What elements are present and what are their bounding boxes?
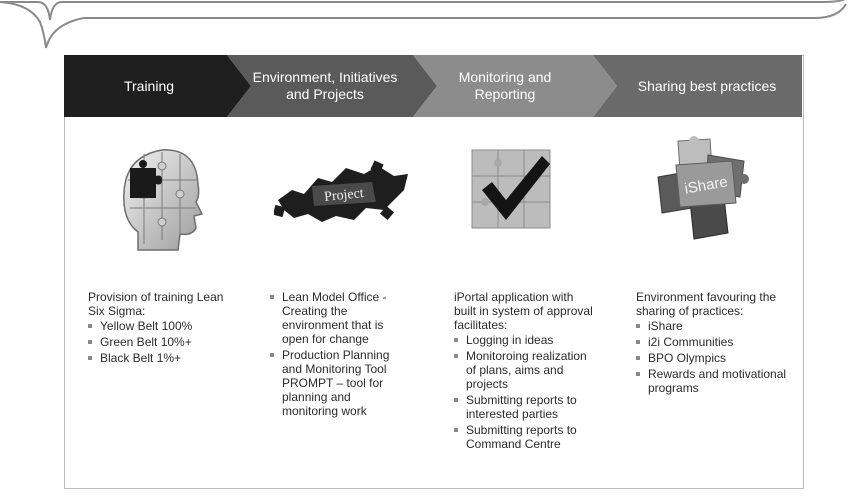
stage-arrow-sharing bbox=[593, 55, 802, 117]
stage-arrow-environment bbox=[227, 55, 437, 117]
stage-sharing-label: Sharing best practices bbox=[637, 77, 777, 94]
list-item: Submitting reports to Command Centre bbox=[454, 423, 594, 451]
stage-environment-label: Environment, Initiatives and Projects bbox=[252, 69, 398, 102]
process-card bbox=[64, 55, 804, 489]
list-item: Submitting reports to interested parties bbox=[454, 393, 594, 421]
sharing-list: iShare i2i Communities BPO Olympics Rewa… bbox=[636, 319, 791, 395]
checkmark-puzzle-icon bbox=[471, 149, 551, 229]
list-item: iShare bbox=[636, 319, 791, 333]
list-item: Logging in ideas bbox=[454, 333, 594, 347]
project-text: Project bbox=[323, 186, 364, 205]
environment-list: Lean Model Office - Creating the environ… bbox=[270, 290, 398, 418]
list-item: Black Belt 1%+ bbox=[88, 351, 238, 365]
stage-arrow-training bbox=[64, 55, 251, 117]
stage-monitoring-label: Monitoring and Reporting bbox=[458, 69, 552, 102]
stage-arrows bbox=[64, 55, 802, 117]
list-item: Production Planning and Monitoring Tool … bbox=[270, 348, 398, 418]
list-item: BPO Olympics bbox=[636, 351, 791, 365]
stage-training-label: Training bbox=[123, 77, 175, 94]
list-item: Green Belt 10%+ bbox=[88, 335, 238, 349]
training-column: Provision of training Lean Six Sigma: Ye… bbox=[88, 290, 238, 367]
stage-arrow-monitoring bbox=[413, 55, 617, 117]
environment-column: Lean Model Office - Creating the environ… bbox=[270, 290, 398, 420]
list-item: Yellow Belt 100% bbox=[88, 319, 238, 333]
ishare-puzzle-icon: iShare bbox=[657, 136, 749, 240]
monitoring-list: Logging in ideas Monitoroing realization… bbox=[454, 333, 594, 451]
training-intro: Provision of training Lean Six Sigma: bbox=[88, 290, 224, 318]
sharing-intro: Environment favouring the sharing of pra… bbox=[636, 290, 777, 318]
head-puzzle-icon bbox=[123, 149, 204, 251]
list-item: Monitoroing realization of plans, aims a… bbox=[454, 349, 594, 391]
monitoring-column: iPortal application with built in system… bbox=[454, 290, 594, 453]
list-item: i2i Communities bbox=[636, 335, 791, 349]
list-item: Lean Model Office - Creating the environ… bbox=[270, 290, 398, 346]
training-list: Yellow Belt 100% Green Belt 10%+ Black B… bbox=[88, 319, 238, 365]
monitoring-intro: iPortal application with built in system… bbox=[454, 290, 593, 332]
project-puzzle-icon: Project bbox=[274, 160, 408, 222]
sharing-column: Environment favouring the sharing of pra… bbox=[636, 290, 791, 397]
list-item: Rewards and motivational programs bbox=[636, 367, 791, 395]
